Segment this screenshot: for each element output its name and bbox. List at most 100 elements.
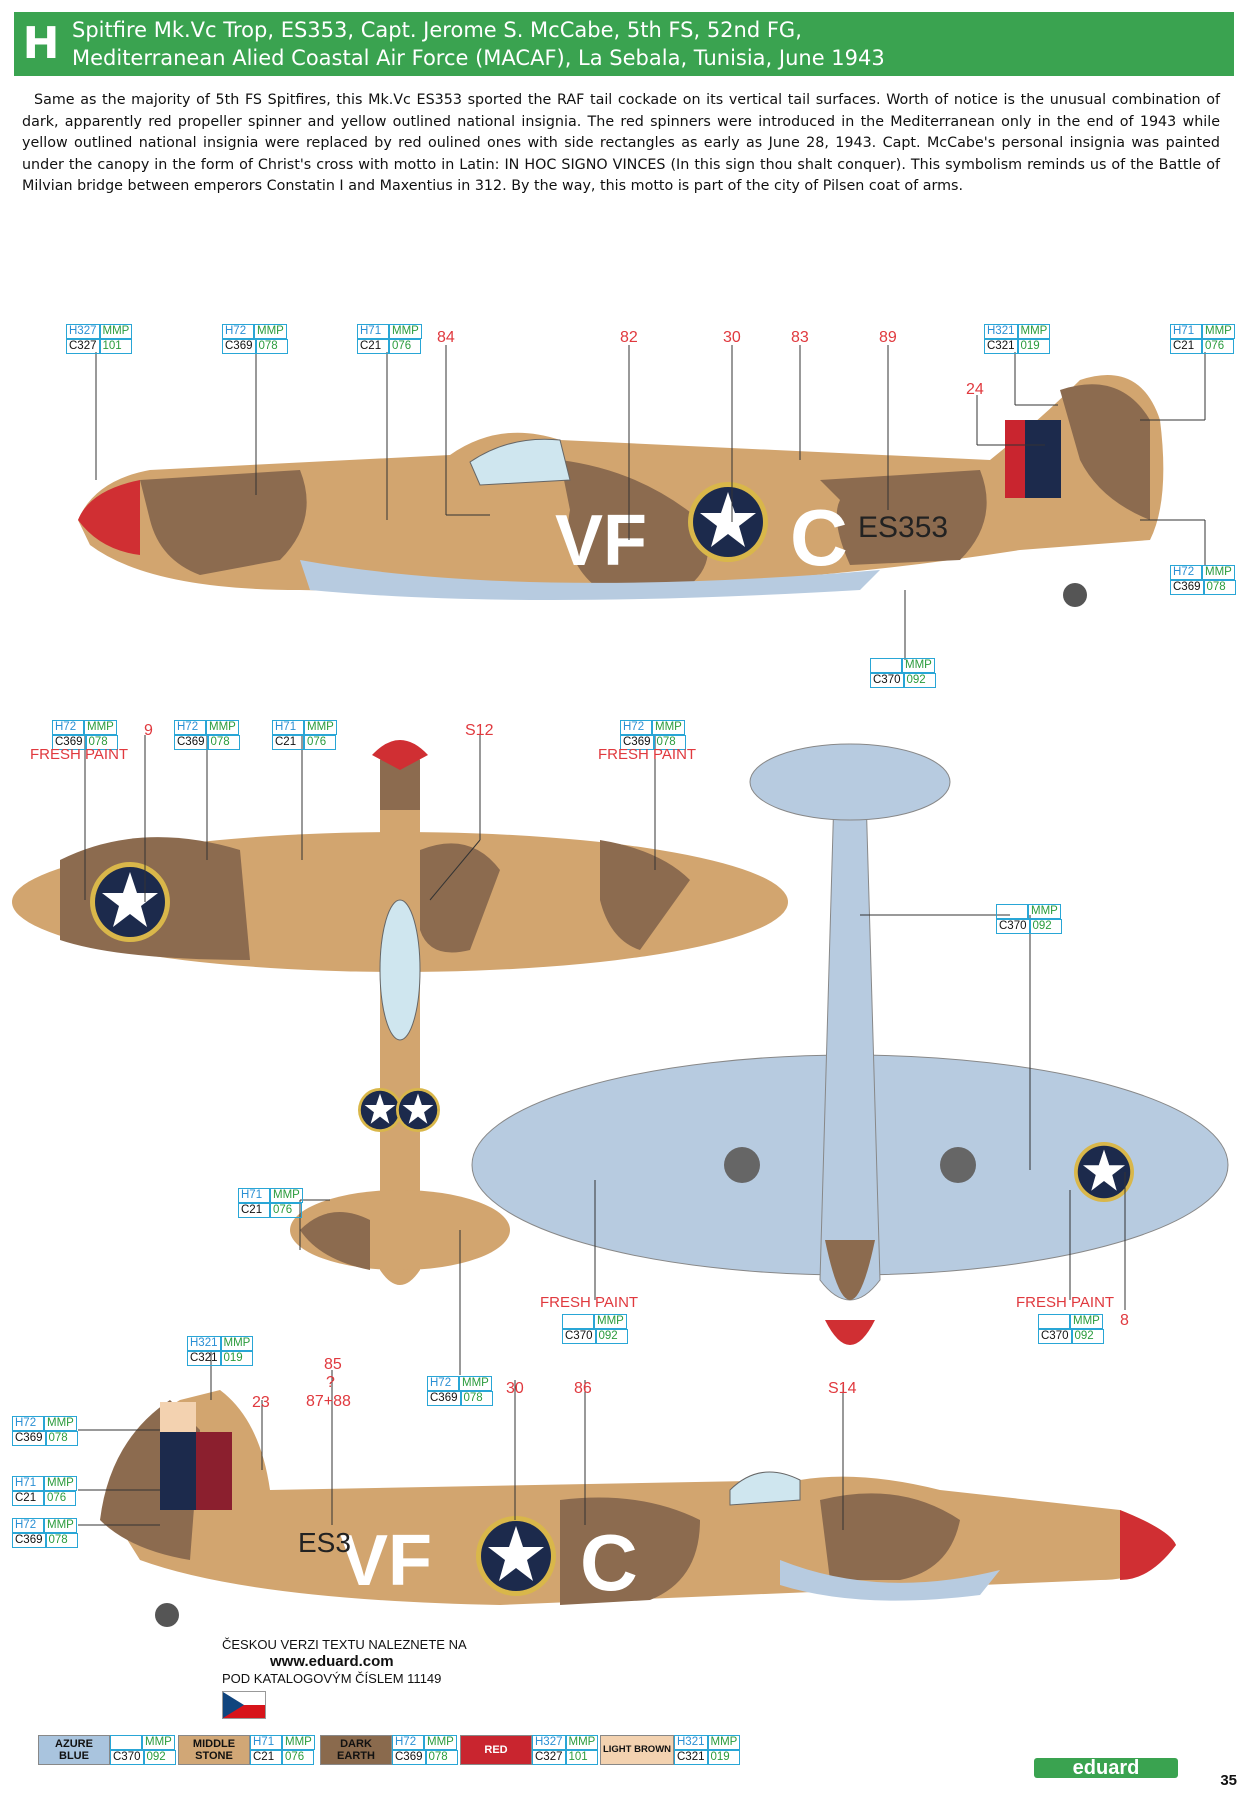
callout-c-code: C369 <box>222 339 256 354</box>
callout-mmp-code: 076 <box>304 735 336 750</box>
fresh-paint-label: FRESH PAINT <box>30 746 129 763</box>
czech-note: ČESKOU VERZI TEXTU NALEZNETE NA www.edua… <box>222 1636 467 1723</box>
fresh-paint-label: FRESH PAINT <box>540 1294 639 1311</box>
legend-c-code: C369 <box>392 1750 426 1765</box>
czech-line-3: POD KATALOGOVÝM ČÍSLEM 11149 <box>222 1671 442 1686</box>
callout-c-code: C370 <box>870 673 904 688</box>
header-bar: H Spitfire Mk.Vc Trop, ES353, Capt. Jero… <box>14 12 1234 76</box>
callout-mmp: MMP <box>270 1188 303 1203</box>
header-title: Spitfire Mk.Vc Trop, ES353, Capt. Jerome… <box>72 16 885 72</box>
callout-h-code <box>562 1314 594 1329</box>
ref-s14: S14 <box>828 1380 857 1397</box>
callout-h-code: H72 <box>174 720 206 735</box>
callout-h-code: H71 <box>12 1476 44 1491</box>
callout-c-code: C369 <box>1170 580 1204 595</box>
callout-h-code: H72 <box>12 1518 44 1533</box>
callout-c-code: C370 <box>1038 1329 1072 1344</box>
swatch-middle-stone: MIDDLE STONE <box>178 1735 250 1765</box>
legend-c-code: C321 <box>674 1750 708 1765</box>
side-view-left: VF C ES353 <box>78 375 1164 607</box>
ref-question: ? <box>326 1374 335 1391</box>
legend-c-code: C370 <box>110 1750 144 1765</box>
callout-c-code: C369 <box>620 735 654 750</box>
callout-mmp-code: 078 <box>45 1431 78 1446</box>
ref-83: 83 <box>791 329 809 346</box>
callout-c-code: C21 <box>272 735 304 750</box>
callout-c-code: C370 <box>996 919 1030 934</box>
serial-bottom: ES3 <box>298 1527 351 1558</box>
ref-85: 85 <box>324 1356 342 1373</box>
ref-8: 8 <box>1120 1312 1129 1329</box>
callout-mmp-code: 019 <box>1017 339 1050 354</box>
callout-mmp: MMP <box>389 324 422 339</box>
callout-mmp: MMP <box>220 1336 254 1351</box>
callout-mmp-code: 078 <box>1203 580 1236 595</box>
swatch-light-brown: LIGHT BROWN <box>600 1735 674 1765</box>
callout-h-code: H72 <box>427 1376 459 1391</box>
ref-82: 82 <box>620 329 638 346</box>
eduard-url[interactable]: www.eduard.com <box>270 1653 394 1670</box>
title-line-1: Spitfire Mk.Vc Trop, ES353, Capt. Jerome… <box>72 18 802 42</box>
callout-mmp-code: 078 <box>653 735 686 750</box>
ref-84: 84 <box>437 329 455 346</box>
code-vf-bottom: VF <box>340 1521 432 1601</box>
callout-c-code: C21 <box>357 339 389 354</box>
callout-h-code: H327 <box>66 324 100 339</box>
callout-mmp-code: 078 <box>85 735 118 750</box>
ref-86: 86 <box>574 1380 592 1397</box>
callout-mmp: MMP <box>206 720 239 735</box>
callout-h-code: H321 <box>984 324 1018 339</box>
callout-c-code: C321 <box>187 1351 221 1366</box>
callout-mmp-code: 078 <box>45 1533 78 1548</box>
ref-87-88: 87+88 <box>306 1393 351 1410</box>
ref-9: 9 <box>144 722 153 739</box>
legend-h-code: H321 <box>674 1735 708 1750</box>
callout-mmp: MMP <box>1017 324 1051 339</box>
legend-mmp: MMP <box>142 1735 175 1750</box>
callout-c-code: C369 <box>52 735 86 750</box>
ref-s12: S12 <box>465 722 494 739</box>
callout-mmp-code: 092 <box>903 673 936 688</box>
title-line-2: Mediterranean Alied Coastal Air Force (M… <box>72 46 885 70</box>
callout-h-code: H71 <box>357 324 389 339</box>
ref-23: 23 <box>252 1394 270 1411</box>
callout-h-code: H72 <box>12 1416 44 1431</box>
legend-mmp-code: 101 <box>565 1750 598 1765</box>
legend-h-code: H71 <box>250 1735 282 1750</box>
swatch-azure-blue: AZURE BLUE <box>38 1735 110 1765</box>
code-c-bottom: C <box>580 1518 638 1607</box>
ref-30: 30 <box>723 329 741 346</box>
legend-mmp-code: 019 <box>707 1750 740 1765</box>
legend-mmp-code: 076 <box>282 1750 314 1765</box>
legend-mmp: MMP <box>565 1735 599 1750</box>
czech-flag-icon <box>222 1691 266 1719</box>
callout-mmp-code: 078 <box>207 735 240 750</box>
callout-mmp: MMP <box>84 720 117 735</box>
callout-mmp-code: 078 <box>255 339 288 354</box>
callout-mmp: MMP <box>99 324 133 339</box>
legend-c-code: C327 <box>532 1750 566 1765</box>
ref-24: 24 <box>966 381 984 398</box>
callout-h-code: H71 <box>272 720 304 735</box>
callout-h-code <box>1038 1314 1070 1329</box>
callout-c-code: C369 <box>12 1431 46 1446</box>
swatch-red: RED <box>460 1735 532 1765</box>
callout-mmp: MMP <box>652 720 685 735</box>
swatch-dark-earth: DARK EARTH <box>320 1735 392 1765</box>
callout-h-code: H72 <box>52 720 84 735</box>
